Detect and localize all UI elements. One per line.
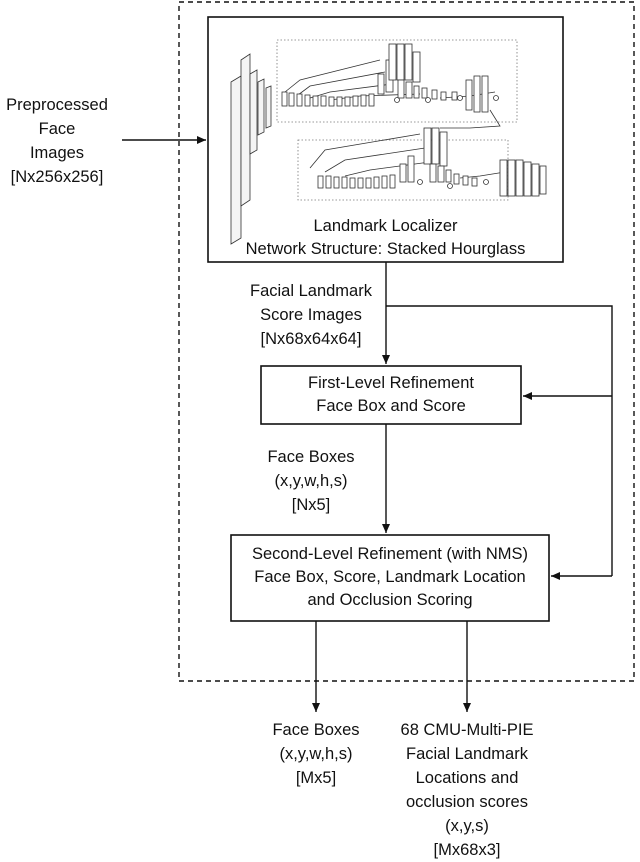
dashed-boundary — [178, 1, 635, 682]
localizer-box — [207, 16, 564, 263]
output-landmarks-label: 68 CMU-Multi-PIE Facial Landmark Locatio… — [400, 721, 534, 859]
input-label: Preprocessed Face Images [Nx256x256] — [6, 96, 108, 186]
first-level-box — [260, 365, 522, 425]
second-level-box — [230, 534, 550, 622]
score-images-label: Facial Landmark Score Images [Nx68x64x64… — [250, 282, 372, 348]
localizer-box-text: Landmark Localizer Network Structure: St… — [245, 217, 526, 258]
hourglass-network-illustration — [230, 39, 547, 245]
face-boxes-mid-label: Face Boxes (x,y,w,h,s) [Nx5] — [267, 448, 355, 514]
second-level-box-text: Second-Level Refinement (with NMS) Face … — [251, 545, 529, 609]
first-level-box-text: First-Level Refinement Face Box and Scor… — [308, 374, 474, 415]
bypass-line — [386, 305, 613, 576]
output-face-boxes-label: Face Boxes (x,y,w,h,s) [Mx5] — [272, 721, 360, 787]
